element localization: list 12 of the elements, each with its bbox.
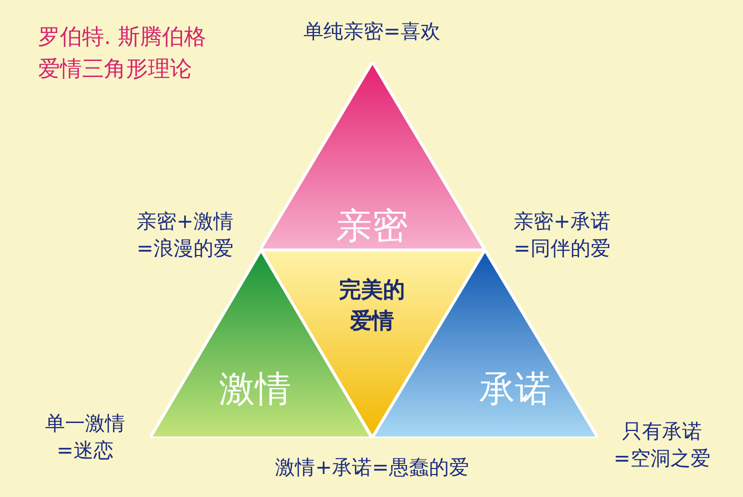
annotation-text: 单一激情=迷恋 bbox=[45, 410, 125, 464]
segment-label: 完美的爱情 bbox=[338, 276, 406, 336]
annotation-text: 激情+承诺=愚蠢的爱 bbox=[275, 454, 469, 481]
segment-label: 激情 bbox=[219, 368, 291, 412]
triangle-segment bbox=[260, 62, 485, 250]
segment-label: 亲密 bbox=[336, 205, 408, 249]
annotation-text: 亲密+承诺=同伴的爱 bbox=[514, 208, 610, 262]
annotation-text: 单纯亲密=喜欢 bbox=[304, 18, 440, 45]
segment-label: 承诺 bbox=[479, 368, 551, 412]
title: 罗伯特. 斯腾伯格爱情三角形理论 bbox=[38, 24, 206, 84]
annotation-text: 只有承诺=空洞之爱 bbox=[614, 418, 710, 472]
annotation-text: 亲密+激情=浪漫的爱 bbox=[136, 208, 234, 262]
